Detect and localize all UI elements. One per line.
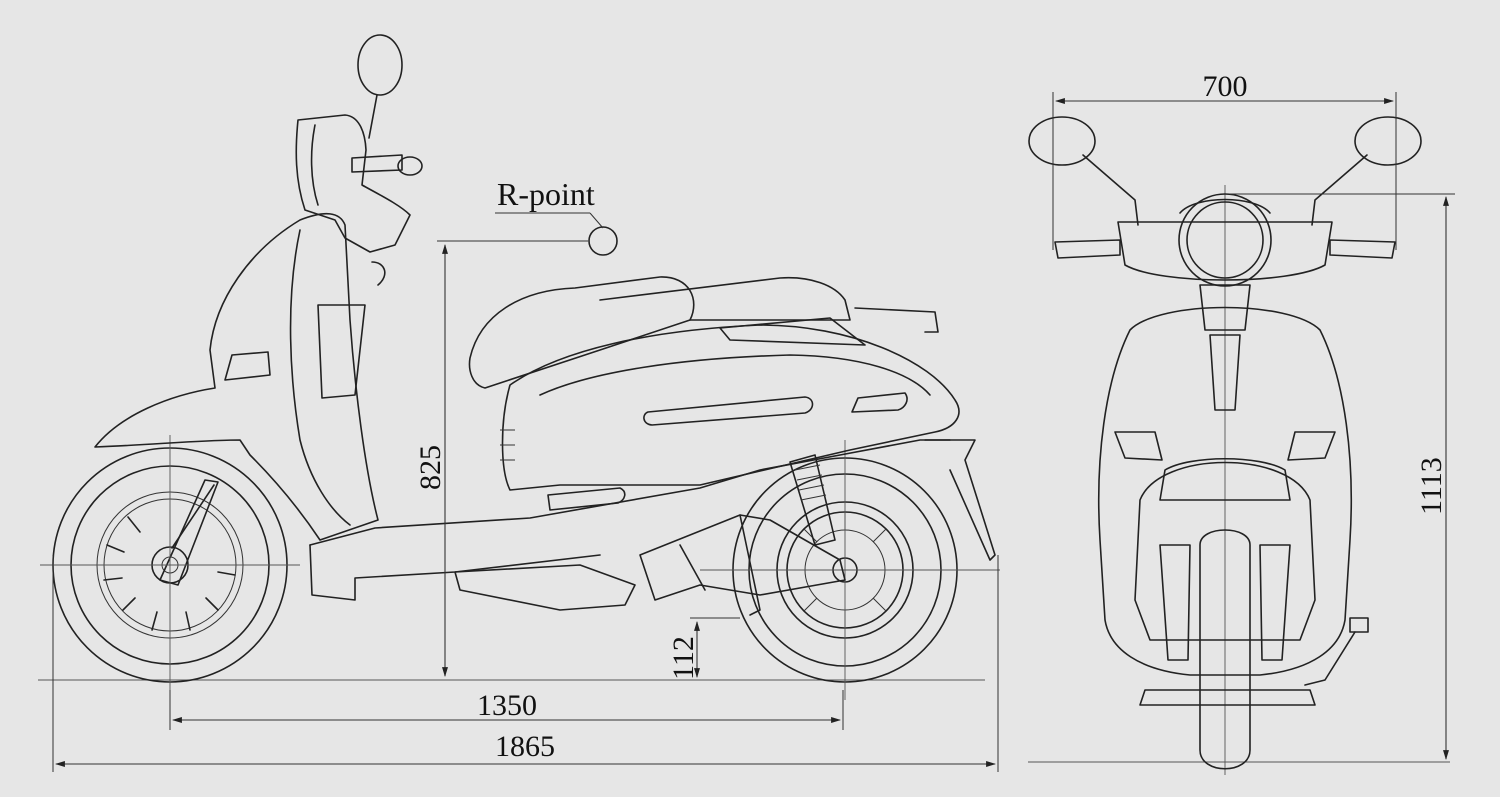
wheelbase-value: 1350: [477, 689, 537, 722]
rear-shock: [789, 454, 836, 546]
overall-height-value: 1113: [1415, 457, 1448, 515]
handlebar-assembly: [295, 34, 423, 286]
left-indicator: [1114, 431, 1163, 461]
right-fork-leg: [1259, 544, 1291, 661]
ground-clearance-value: 112: [667, 636, 700, 680]
front-body: [94, 212, 951, 601]
right-mirror: [1354, 116, 1422, 166]
right-indicator: [1287, 431, 1336, 461]
handlebar-width-value: 700: [1203, 70, 1248, 103]
r-point-marker: [588, 226, 618, 256]
left-mirror: [1028, 116, 1096, 166]
front-tyre: [1199, 529, 1251, 770]
left-fork-leg: [1159, 544, 1191, 661]
leg-shield: [1098, 306, 1352, 676]
headlight: [1178, 193, 1272, 287]
side-view: R-point 825 112 1350 1865: [38, 34, 1000, 772]
rear-body-panel: [500, 307, 996, 561]
r-point-label: R-point: [497, 176, 595, 212]
front-wheel: [40, 435, 300, 690]
left-grip: [1054, 239, 1121, 259]
seat-height-value: 825: [414, 445, 447, 490]
overall-length-value: 1865: [495, 730, 555, 763]
rear-wheel: [700, 440, 1000, 700]
swing-arm: [454, 487, 846, 616]
front-view: 700 1113: [1028, 70, 1455, 775]
seat: [468, 276, 851, 389]
right-grip: [1329, 239, 1396, 259]
